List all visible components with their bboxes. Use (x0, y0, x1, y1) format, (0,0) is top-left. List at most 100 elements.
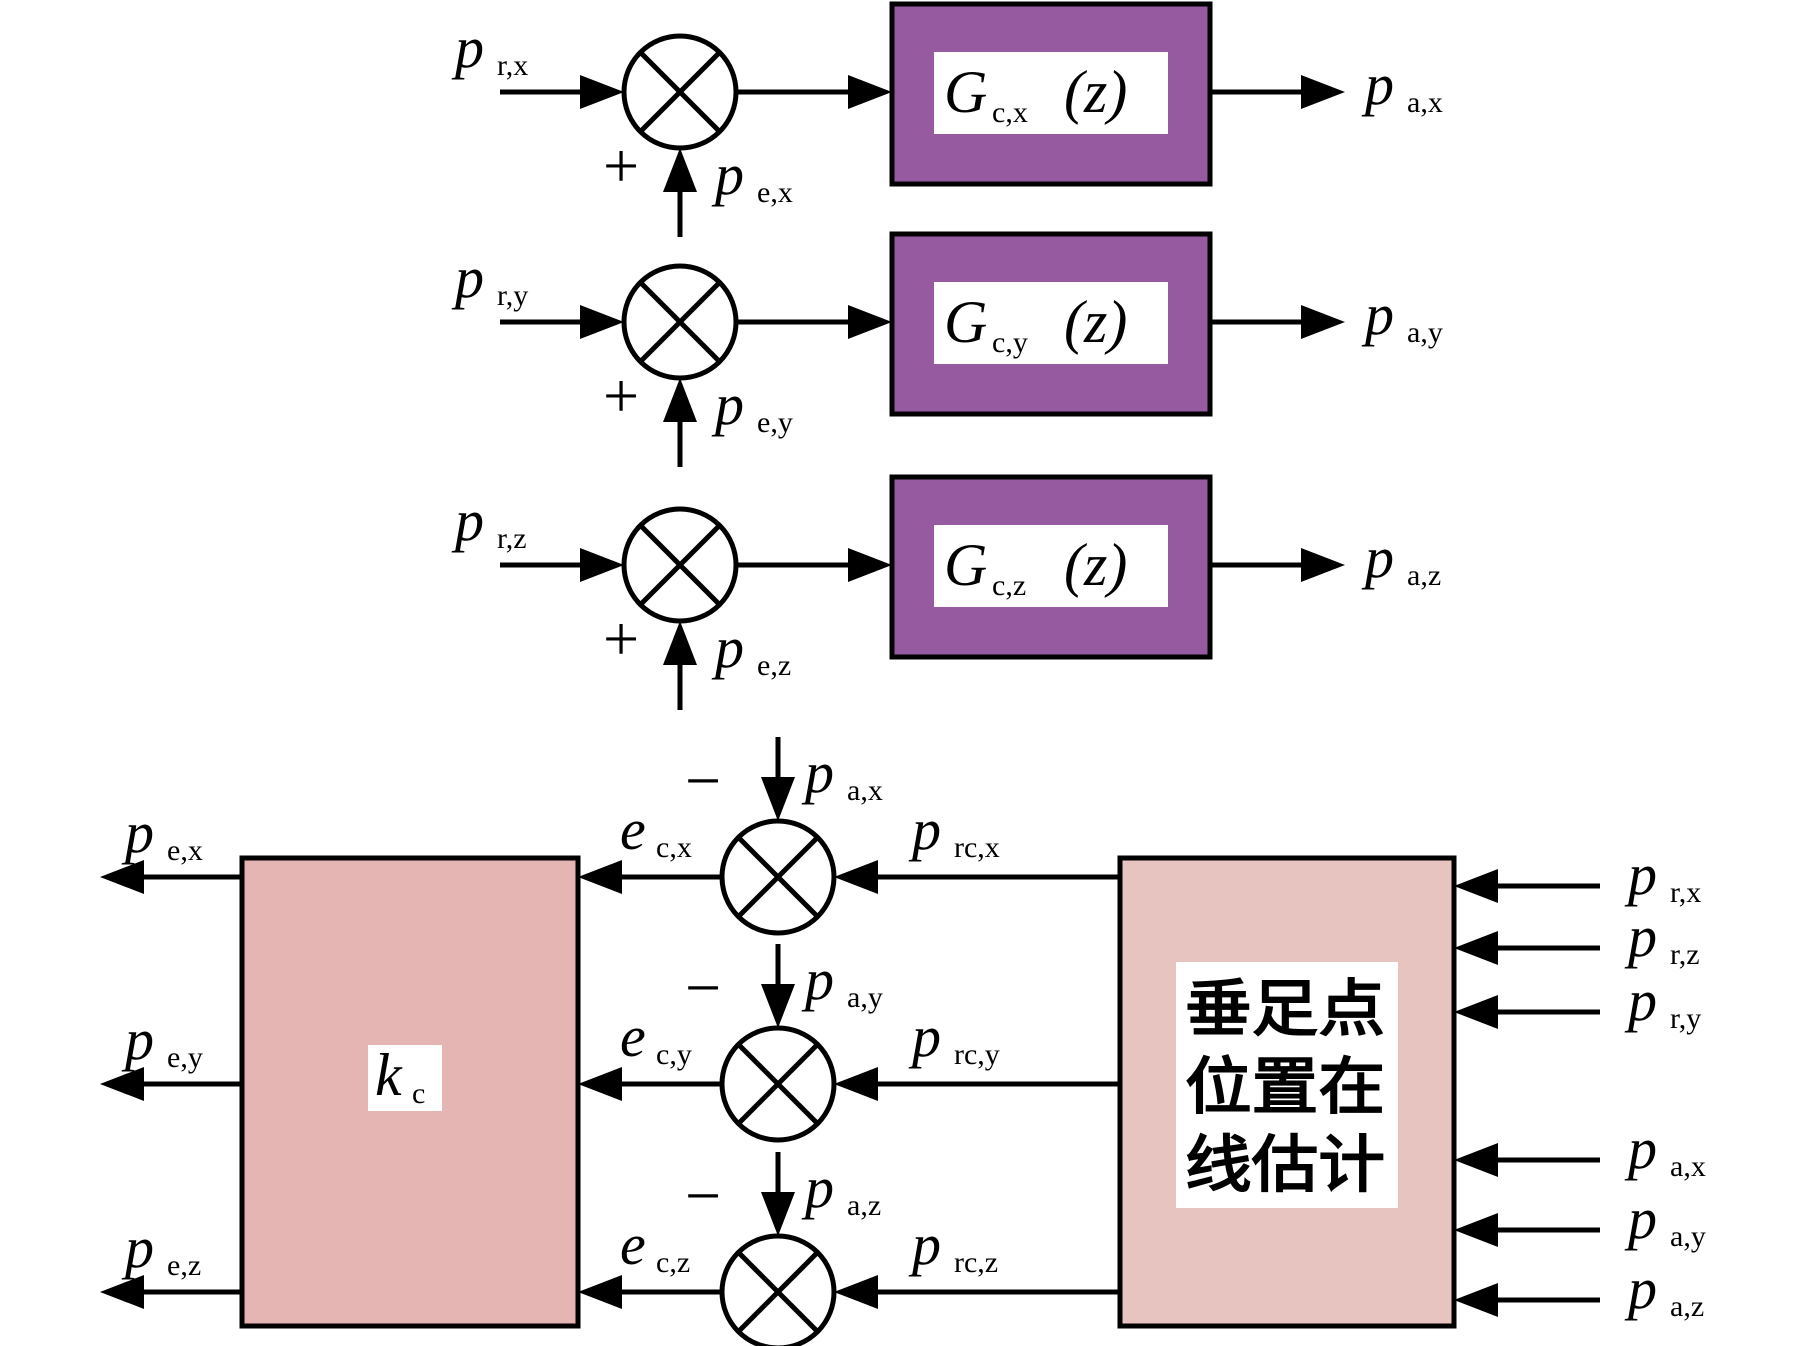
measured-label-z-subscript: a,z (847, 1189, 881, 1222)
tracking-error-label-y: e c,y (620, 1004, 692, 1071)
estimator-label-bg (1176, 962, 1398, 1208)
to-controller-arrow-x-arrowhead (848, 75, 892, 109)
rc-label-z-subscript: rc,z (954, 1246, 998, 1279)
estimator-input-label-r-z-symbol: p (1624, 904, 1657, 969)
gain-output-label-z: p e,z (121, 1215, 201, 1282)
tracking-error-label-x-subscript: c,x (656, 831, 692, 864)
ref-input-label-x-symbol: p (451, 15, 484, 80)
error-arrow-y-arrowhead (578, 1067, 622, 1101)
rc-arrow-x-arrowhead (834, 860, 878, 894)
estimator-input-label-r-y: p r,y (1624, 968, 1701, 1035)
feedback-arrow-z-arrowhead (663, 621, 697, 665)
estimator-input-arrow-r-z-arrowhead (1454, 931, 1498, 965)
ref-input-label-y: p r,y (451, 245, 528, 312)
estimator-input-label-r-z: p r,z (1624, 904, 1700, 971)
feedback-arrow-y-arrowhead (663, 378, 697, 422)
gain-output-label-x-subscript: e,x (167, 834, 203, 867)
rc-arrow-z-arrowhead (834, 1275, 878, 1309)
gain-output-label-z-subscript: e,z (167, 1249, 201, 1282)
ref-input-label-y-subscript: r,y (497, 279, 528, 312)
controller-argument-y: (z) (1064, 289, 1127, 355)
controller-symbol-z: G (944, 532, 987, 598)
error-input-label-y-symbol: p (711, 372, 744, 437)
error-arrow-z-arrowhead (578, 1275, 622, 1309)
measured-label-z: p a,z (801, 1155, 881, 1222)
to-controller-arrow-z-arrowhead (848, 548, 892, 582)
estimator-label-line-3: 线估计 (1185, 1128, 1385, 1201)
controller-label-bg-z (934, 525, 1168, 607)
error-input-label-y: p e,y (711, 372, 793, 439)
gain-output-label-y: p e,y (121, 1007, 203, 1074)
ref-input-label-x-subscript: r,x (497, 49, 528, 82)
estimator-input-label-a-x-symbol: p (1624, 1116, 1657, 1181)
summing-junction-bottom-x-cross-b (736, 835, 820, 919)
estimator-input-label-a-x-subscript: a,x (1670, 1150, 1706, 1183)
ref-arrow-z-arrowhead (580, 548, 624, 582)
gain-output-label-y-subscript: e,y (167, 1041, 203, 1074)
summing-junction-bottom-z-cross-b (736, 1250, 820, 1334)
estimator-input-label-a-y-symbol: p (1624, 1186, 1657, 1251)
tracking-error-label-z-symbol: e (620, 1212, 646, 1277)
summing-junction-bottom-y (719, 1025, 837, 1143)
estimator-input-arrow-r-x-arrowhead (1454, 869, 1498, 903)
tracking-error-label-y-subscript: c,y (656, 1038, 692, 1071)
plus-sign-x: + (603, 130, 639, 201)
measured-arrow-x-arrowhead (761, 777, 795, 821)
estimator-input-arrow-a-x-arrowhead (1454, 1143, 1498, 1177)
gain-output-label-z-symbol: p (121, 1215, 154, 1280)
output-label-z-symbol: p (1361, 525, 1394, 590)
output-arrow-x-arrowhead (1301, 75, 1345, 109)
error-input-label-x: p e,x (711, 142, 793, 209)
summing-junction-top-y (621, 263, 739, 381)
to-controller-arrow-y-arrowhead (848, 305, 892, 339)
output-label-z-subscript: a,z (1407, 559, 1441, 592)
controller-subscript-x: c,x (992, 96, 1028, 129)
measured-arrow-z-arrowhead (761, 1192, 795, 1236)
ref-input-label-y-symbol: p (451, 245, 484, 310)
gain-label-bg (368, 1045, 442, 1111)
controller-symbol-x: G (944, 59, 987, 125)
estimator-label-line-1: 垂足点 (1185, 972, 1385, 1045)
estimator-input-label-r-y-symbol: p (1624, 968, 1657, 1033)
estimator-input-label-r-y-subscript: r,y (1670, 1002, 1701, 1035)
estimator-label-line-2: 位置在 (1185, 1050, 1385, 1123)
error-input-label-x-symbol: p (711, 142, 744, 207)
gain-subscript: c (412, 1077, 425, 1110)
output-label-z: p a,z (1361, 525, 1441, 592)
rc-label-x-subscript: rc,x (954, 831, 1000, 864)
summing-junction-bottom-z (719, 1233, 837, 1346)
controller-subscript-y: c,y (992, 326, 1028, 359)
gain-output-label-y-symbol: p (121, 1007, 154, 1072)
estimator-input-arrow-r-y-arrowhead (1454, 995, 1498, 1029)
estimator-input-arrow-a-z-arrowhead (1454, 1283, 1498, 1317)
error-input-label-y-subscript: e,y (757, 406, 793, 439)
controller-subscript-z: c,z (992, 569, 1026, 602)
gain-output-arrow-z-arrowhead (100, 1275, 144, 1309)
ref-input-label-z-subscript: r,z (497, 522, 527, 555)
output-label-y-symbol: p (1361, 282, 1394, 347)
error-input-label-x-subscript: e,x (757, 176, 793, 209)
estimator-input-label-r-x-subscript: r,x (1670, 876, 1701, 909)
plus-sign-y: + (603, 360, 639, 431)
measured-label-x-subscript: a,x (847, 774, 883, 807)
controller-symbol-y: G (944, 289, 987, 355)
output-arrow-z-arrowhead (1301, 548, 1345, 582)
summing-junction-bottom-y-cross-b (736, 1042, 820, 1126)
ref-input-label-x: p r,x (451, 15, 528, 82)
measured-label-z-symbol: p (801, 1155, 834, 1220)
tracking-error-label-y-symbol: e (620, 1004, 646, 1069)
output-arrow-y-arrowhead (1301, 305, 1345, 339)
rc-label-y-subscript: rc,y (954, 1038, 1000, 1071)
estimator-input-label-r-z-subscript: r,z (1670, 938, 1700, 971)
